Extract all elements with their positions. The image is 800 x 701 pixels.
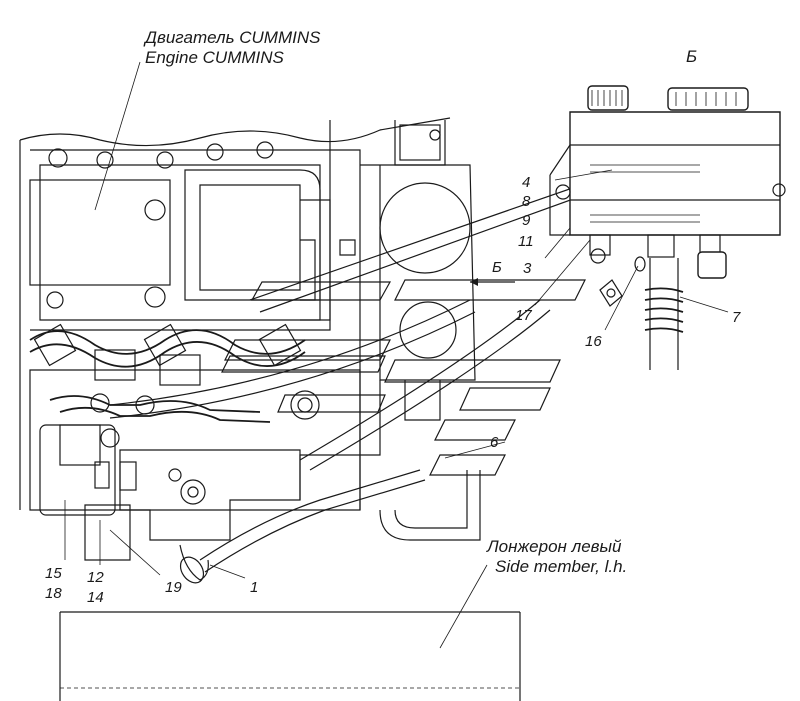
callout-6: 6 — [490, 434, 499, 451]
callout-7: 7 — [732, 309, 741, 326]
view-b-arrow-label: Б — [492, 259, 502, 276]
callout-14: 14 — [87, 589, 104, 606]
engine-label-en: Engine CUMMINS — [145, 48, 285, 67]
callout-9: 9 — [522, 212, 531, 229]
fuel-hoses — [109, 174, 613, 573]
callout-18: 18 — [45, 585, 62, 602]
callout-11: 11 — [518, 233, 534, 250]
engine-label-ru: Двигатель CUMMINS — [143, 28, 321, 47]
leader-lines — [64, 61, 729, 649]
callout-numbers: 4 8 9 11 3 17 16 7 6 15 18 12 14 19 1 — [45, 174, 741, 606]
callout-19: 19 — [165, 579, 182, 596]
view-arrow-b — [470, 278, 515, 286]
callout-3: 3 — [523, 260, 532, 277]
labels: Двигатель CUMMINS Engine CUMMINS Б Б Лон… — [143, 28, 697, 576]
engine-block — [19, 117, 476, 584]
fluid-reservoir — [549, 85, 786, 370]
side-member-label-ru: Лонжерон левый — [486, 537, 622, 556]
callout-4: 4 — [522, 174, 530, 191]
callout-17: 17 — [515, 307, 532, 324]
mounting-brackets — [221, 279, 586, 476]
callout-16: 16 — [585, 333, 602, 350]
callout-12: 12 — [87, 569, 104, 586]
callout-15: 15 — [45, 565, 62, 582]
view-b-top-label: Б — [686, 47, 697, 66]
callout-1: 1 — [250, 579, 258, 596]
side-member-label-en: Side member, l.h. — [495, 557, 627, 576]
callout-8: 8 — [522, 193, 531, 210]
side-member-lh — [59, 611, 521, 701]
